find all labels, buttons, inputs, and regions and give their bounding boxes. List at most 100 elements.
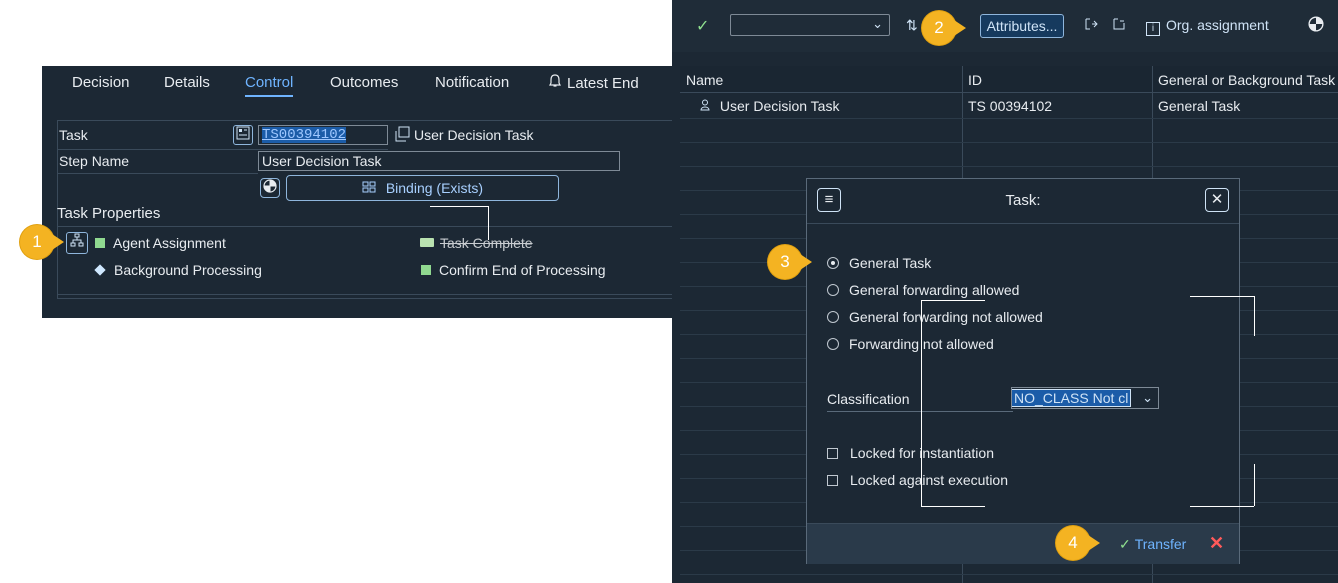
annotation-line <box>921 300 922 506</box>
checkbox-locked-execution[interactable]: Locked against execution <box>827 472 1008 488</box>
confirm-end-property: Confirm End of Processing <box>421 262 606 278</box>
radio-label: General forwarding not allowed <box>849 309 1043 325</box>
background-processing-property: Background Processing <box>94 262 262 278</box>
step-name-field[interactable]: User Decision Task <box>258 151 620 171</box>
tab-decision[interactable]: Decision <box>72 74 130 91</box>
column-header-id[interactable]: ID <box>968 72 982 88</box>
chevron-down-icon: ⌄ <box>1142 390 1153 405</box>
toolbar-dropdown[interactable]: ⌄ <box>730 14 890 36</box>
tab-control[interactable]: Control <box>245 74 294 97</box>
radio-label: General Task <box>849 255 932 271</box>
section-divider <box>57 294 674 295</box>
classification-select[interactable]: NO_CLASS Not cl ⌄ <box>1011 387 1159 409</box>
annotation-line <box>1190 506 1254 507</box>
tab-details[interactable]: Details <box>164 74 210 91</box>
step-name-label: Step Name <box>59 153 130 169</box>
annotation-line <box>1190 296 1254 297</box>
section-border <box>57 226 58 294</box>
binding-button[interactable]: Binding (Exists) <box>286 175 559 201</box>
toolbar: ✓ ⌄ ⇅ Attributes... i Org. assignment <box>672 0 1338 52</box>
radio-icon <box>827 284 839 296</box>
info-icon: i <box>1146 22 1160 36</box>
annotation-line <box>921 300 985 301</box>
row-divider <box>680 142 1338 143</box>
row-divider <box>680 574 1338 575</box>
radio-icon <box>827 311 839 323</box>
agent-assignment-icon[interactable] <box>66 232 88 254</box>
transfer-label: Transfer <box>1134 536 1187 552</box>
chevron-down-icon: ⌄ <box>872 16 883 31</box>
radio-label: General forwarding allowed <box>849 282 1020 298</box>
checkbox-locked-instantiation[interactable]: Locked for instantiation <box>827 445 994 461</box>
classification-underline <box>827 411 1013 412</box>
tab-latest-end[interactable]: Latest End <box>549 74 639 92</box>
column-header-name[interactable]: Name <box>686 72 724 88</box>
org-assignment-button[interactable]: i Org. assignment <box>1146 17 1269 36</box>
task-complete-property: Task Complete <box>420 235 533 251</box>
radio-general-task[interactable]: General Task <box>827 255 931 271</box>
workflow-step-panel: Decision Details Control Outcomes Notifi… <box>42 66 674 318</box>
globe-icon[interactable] <box>260 178 280 198</box>
dialog-title: Task: <box>1005 192 1041 209</box>
table-header: Name ID General or Background Task <box>680 66 1338 93</box>
task-complete-label: Task Complete <box>440 235 533 251</box>
classification-label: Classification <box>827 391 910 407</box>
task-type: General Task <box>1158 98 1241 114</box>
checkbox-icon <box>827 475 838 486</box>
sort-icon[interactable]: ⇅ <box>906 17 918 33</box>
bell-icon <box>549 74 561 92</box>
agent-assignment-label: Agent Assignment <box>113 235 226 251</box>
row-divider <box>58 149 388 150</box>
checkbox-icon <box>827 448 838 459</box>
collapse-icon[interactable] <box>1112 17 1126 34</box>
task-id-field[interactable]: TS00394102 <box>258 125 388 145</box>
tab-latest-end-label: Latest End <box>567 75 639 92</box>
agent-assignment-property: Agent Assignment <box>95 235 226 251</box>
close-icon[interactable]: ✕ <box>1205 188 1229 212</box>
transfer-button[interactable]: ✓Transfer <box>1119 536 1186 553</box>
diamond-icon <box>94 264 106 276</box>
status-green-icon <box>421 265 431 275</box>
binding-icon <box>362 180 380 196</box>
task-name: User Decision Task <box>719 98 840 114</box>
task-id-value: TS00394102 <box>262 127 347 143</box>
annotation-line <box>1254 464 1255 506</box>
cancel-icon[interactable]: ✕ <box>1209 533 1225 553</box>
task-id: TS 00394102 <box>968 98 1053 114</box>
confirm-check-icon[interactable]: ✓ <box>696 18 710 35</box>
org-assignment-label: Org. assignment <box>1166 17 1269 33</box>
copy-icon[interactable] <box>392 125 412 145</box>
confirm-end-label: Confirm End of Processing <box>439 262 606 278</box>
callout-4: 4 <box>1056 526 1100 560</box>
annotation-line <box>488 206 489 240</box>
row-divider <box>680 166 1338 167</box>
callout-3: 3 <box>768 245 812 279</box>
callout-1: 1 <box>20 225 64 259</box>
attributes-button[interactable]: Attributes... <box>980 14 1064 38</box>
task-description: User Decision Task <box>414 127 534 143</box>
dialog-footer: ✓Transfer ✕ <box>807 523 1239 564</box>
status-green-icon <box>95 238 105 248</box>
annotation-line <box>430 206 488 207</box>
radio-general-forwarding-not-allowed[interactable]: General forwarding not allowed <box>827 309 1043 325</box>
column-header-type[interactable]: General or Background Task <box>1158 72 1336 88</box>
radio-general-forwarding-allowed[interactable]: General forwarding allowed <box>827 282 1019 298</box>
task-search-icon[interactable] <box>233 125 253 145</box>
annotation-line <box>921 506 985 507</box>
row-divider <box>680 118 1338 119</box>
radio-forwarding-not-allowed[interactable]: Forwarding not allowed <box>827 336 994 352</box>
control-form: Task TS00394102 User Decision Task Step … <box>57 120 674 299</box>
globe-icon[interactable] <box>1308 16 1324 35</box>
tab-notification[interactable]: Notification <box>435 74 510 91</box>
callout-2: 2 <box>922 11 966 45</box>
task-properties-title: Task Properties <box>57 205 161 222</box>
binding-label: Binding (Exists) <box>385 180 484 196</box>
user-task-cell: User Decision Task <box>700 98 839 114</box>
tab-outcomes[interactable]: Outcomes <box>330 74 399 91</box>
expand-icon[interactable] <box>1084 17 1098 34</box>
menu-icon[interactable]: ≡ <box>817 188 841 212</box>
annotation-line <box>1254 296 1255 336</box>
row-divider <box>58 173 258 174</box>
classification-value: NO_CLASS Not cl <box>1012 389 1132 407</box>
radio-icon <box>827 338 839 350</box>
